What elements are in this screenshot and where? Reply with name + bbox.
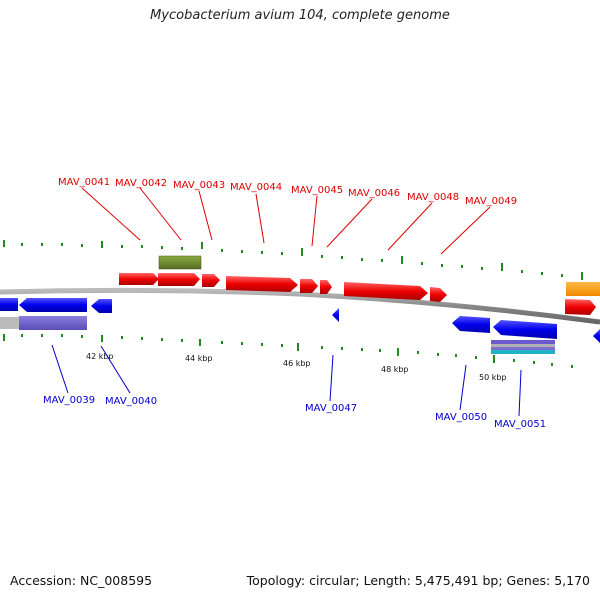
scale-label-44kbp: 44 kbp — [185, 354, 213, 363]
forward-gene-arrow — [565, 299, 596, 315]
forward-gene-arrow — [158, 273, 200, 286]
forward-strand-genes — [119, 255, 600, 315]
gene-label-mav-0040: MAV_0040 — [105, 396, 157, 407]
gene-label-mav-0042: MAV_0042 — [115, 178, 167, 189]
multi-feature-band-2 — [491, 344, 555, 347]
reverse-gene-arrow — [91, 299, 112, 313]
gene-label-mav-0045: MAV_0045 — [291, 185, 343, 196]
gene-label-mav-0047: MAV_0047 — [305, 403, 357, 414]
forward-gene-arrow — [300, 279, 318, 293]
scale-label-50kbp: 50 kbp — [479, 373, 507, 382]
olive-feature — [158, 255, 202, 270]
forward-labels: MAV_0041 MAV_0042 MAV_0043 MAV_0044 MAV_… — [58, 177, 517, 207]
orange-feature — [566, 282, 600, 296]
gene-label-mav-0044: MAV_0044 — [230, 182, 282, 193]
scale-label-48kbp: 48 kbp — [381, 365, 409, 374]
gene-label-mav-0051: MAV_0051 — [494, 419, 546, 430]
gene-label-mav-0050: MAV_0050 — [435, 412, 487, 423]
forward-gene-arrow — [226, 276, 298, 292]
scale-label-42kbp: 42 kbp — [86, 352, 114, 361]
gene-label-mav-0041: MAV_0041 — [58, 177, 110, 188]
gene-label-mav-0049: MAV_0049 — [465, 196, 517, 207]
map-title: Mycobacterium avium 104, complete genome — [150, 8, 450, 23]
inner-tick-row — [3, 334, 573, 368]
reverse-gene-arrow — [593, 329, 600, 343]
outer-tick-row — [3, 240, 583, 280]
reverse-gene-arrow — [332, 308, 339, 322]
genome-backbone — [0, 287, 600, 325]
reverse-label-connectors — [51, 344, 522, 417]
reverse-labels: MAV_0039 MAV_0040 MAV_0047 MAV_0050 MAV_… — [43, 395, 546, 430]
forward-gene-arrow — [202, 274, 220, 287]
grey-feature — [0, 317, 19, 329]
reverse-gene-arrow — [452, 316, 490, 333]
purple-feature — [19, 316, 87, 330]
reverse-gene-arrow — [0, 298, 18, 311]
multi-feature-band-4 — [491, 350, 555, 354]
gene-label-mav-0039: MAV_0039 — [43, 395, 95, 406]
gene-label-mav-0046: MAV_0046 — [348, 188, 400, 199]
forward-gene-arrow — [344, 282, 428, 300]
forward-label-connectors — [81, 187, 491, 255]
reverse-gene-arrow — [493, 320, 557, 339]
accession-text: Accession: NC_008595 — [10, 573, 153, 588]
gene-label-mav-0048: MAV_0048 — [407, 192, 459, 203]
scale-label-46kbp: 46 kbp — [283, 359, 311, 368]
reverse-gene-arrow — [19, 298, 87, 312]
multi-feature-band-3 — [491, 347, 555, 350]
forward-gene-arrow — [320, 280, 332, 294]
gene-label-mav-0043: MAV_0043 — [173, 180, 225, 191]
reverse-strand-genes — [0, 298, 600, 354]
genome-summary-text: Topology: circular; Length: 5,475,491 bp… — [246, 573, 590, 588]
scale-labels: 42 kbp 44 kbp 46 kbp 48 kbp 50 kbp — [86, 352, 507, 382]
multi-feature-band-1 — [491, 340, 555, 344]
forward-gene-arrow — [119, 273, 159, 285]
forward-gene-arrow — [430, 287, 447, 302]
